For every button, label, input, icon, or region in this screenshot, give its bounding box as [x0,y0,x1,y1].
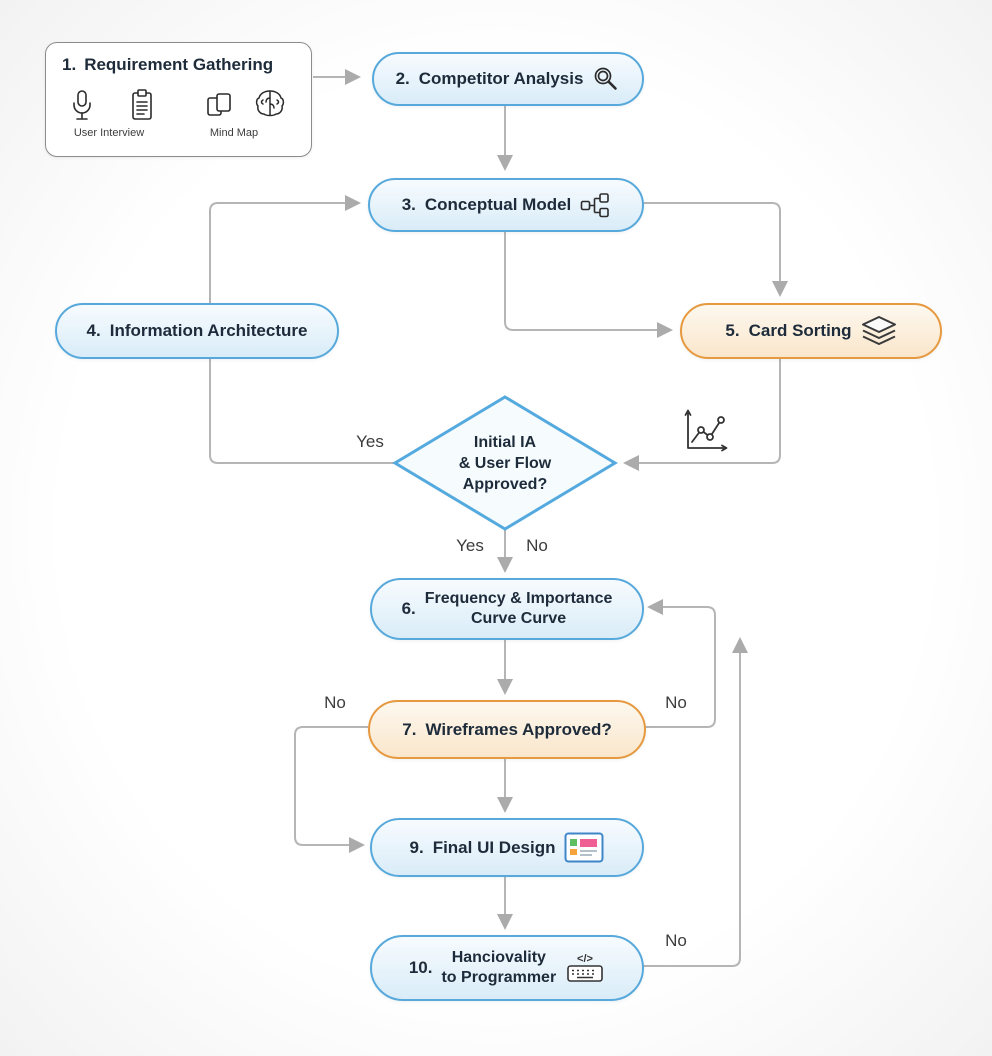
node-information-architecture: 4. Information Architecture [55,303,339,359]
node-final-ui-design: 9. Final UI Design [370,818,644,877]
node-number: 9. [409,837,424,857]
node-label: Card Sorting [748,321,852,340]
node-number: 7. [402,719,417,739]
edge-7-to-9-loop [294,726,368,853]
node-label: Conceptual Model [424,195,572,214]
node-number: 10. [408,958,433,977]
node-number: 3. [401,195,416,214]
node-number: 5. [725,321,740,340]
node-label: Requirement Gathering [84,55,274,74]
decision-line-2: & User Flow [458,455,552,472]
edge-label-no-right-wireframes: No [665,693,687,712]
decision-line-3: Approved? [462,476,548,493]
code-glyph: </> [577,953,593,965]
edge-label-yes-diamond-left: Yes [356,432,384,451]
node-wireframes-approved: 7. Wireframes Approved? [368,700,646,759]
mind-map-pages-icon [206,91,234,124]
node-number: 2. [395,69,410,88]
node-requirement-gathering: 1. Requirement Gathering [45,42,312,157]
node-label: Information Architecture [109,321,308,340]
edge-3-to-5-top [640,202,788,297]
brain-icon [254,87,286,124]
edge-5-to-diamond [623,355,781,471]
node-label-line-1: Hanciovality [451,949,546,966]
clipboard-icon [130,89,154,126]
node-label: Hanciovality to Programmer [441,948,556,988]
node-label-line-2: to Programmer [441,969,557,986]
node-title: 1. Requirement Gathering [62,55,273,75]
node-card-sorting: 5. Card Sorting [680,303,942,359]
node-competitor-analysis: 2. Competitor Analysis [372,52,644,106]
decision-diamond [392,395,618,531]
code-keyboard-icon: </> [565,952,605,984]
magnifier-icon [592,65,620,93]
edge-label-no-bottom-right: No [665,931,687,950]
caption-user-interview: User Interview [73,127,145,139]
microphone-icon [70,89,94,128]
edge-7-to-6-loop [642,599,716,728]
flow-diagram-icon [580,192,610,219]
node-number: 6. [401,599,416,618]
ui-mockup-icon [564,832,604,864]
node-label: Wireframes Approved? [425,719,612,739]
edge-10-loop-up [640,637,748,967]
node-label: Frequency & Importance Curve Curve [425,589,613,629]
node-conceptual-model: 3. Conceptual Model [368,178,644,232]
caption-mind-map: Mind Map [209,127,259,139]
edge-label-yes-below-diamond: Yes [456,536,484,555]
node-label-line-2: Curve Curve [471,610,567,627]
edge-3-to-5-left [504,228,673,338]
edge-label-no-left-wireframes: No [324,693,346,712]
node-number: 1. [62,55,77,74]
node-label: Competitor Analysis [418,69,584,88]
decision-initial-ia: Initial IA & User Flow Approved? [415,432,595,495]
node-number: 4. [86,321,101,340]
node-label: Final UI Design [432,837,556,857]
node-handover-to-programmer: 10. Hanciovality to Programmer </> [370,935,644,1001]
edge-label-no-below-diamond: No [526,536,548,555]
line-chart-icon [680,404,732,461]
layers-icon [861,316,897,346]
node-frequency-importance: 6. Frequency & Importance Curve Curve [370,578,644,640]
decision-line-1: Initial IA [473,434,537,451]
node-label-line-1: Frequency & Importance [424,590,613,607]
